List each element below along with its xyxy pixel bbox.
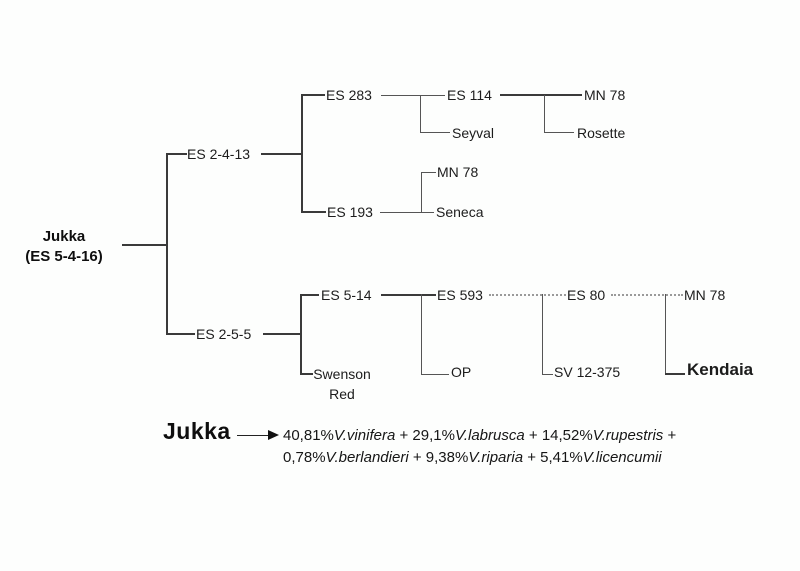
root-node-code: (ES 5-4-16) (25, 248, 103, 265)
composition-species: V.riparia (468, 449, 524, 466)
composition-species: V.vinifera (333, 427, 396, 444)
connector-es-2-5-5-vertical (300, 294, 302, 375)
tree-node-sv-12-375: SV 12-375 (554, 364, 621, 380)
tree-node-es-5-14: ES 5-14 (321, 287, 372, 303)
connector-stub-swenson-red (300, 373, 313, 375)
tree-node-rosette: Rosette (577, 125, 626, 141)
connector-stub-es-5-14 (300, 294, 319, 296)
legend-arrow-line (237, 435, 270, 436)
composition-percent: 5,41% (540, 449, 583, 466)
tree-node-op: OP (451, 364, 472, 380)
connector-es-2-5-5-horizontal (263, 333, 301, 335)
connector-es-2-4-13-horizontal (261, 153, 302, 155)
tree-node-mn-78-bottom: MN 78 (684, 287, 726, 303)
connector-es-593-vertical (542, 294, 543, 375)
connector-es-5-14-vertical (421, 294, 422, 375)
composition-line-2: 0,78%V.berlandieri + 9,38%V.riparia + 5,… (283, 449, 662, 466)
composition-percent: 40,81% (283, 427, 334, 444)
tree-node-es-114: ES 114 (447, 87, 492, 103)
connector-es-283-horizontal (381, 95, 445, 96)
composition-species: V.rupestris (592, 427, 664, 444)
tree-node-swenson-red: Swenson Red (313, 366, 371, 402)
tree-node-es-2-4-13: ES 2-4-13 (187, 146, 251, 162)
tree-node-mn-78-mid: MN 78 (437, 164, 479, 180)
connector-stub-es-283 (301, 94, 325, 96)
root-node-jukka: Jukka (ES 5-4-16) (8, 227, 120, 267)
connector-stub-sv-12-375 (542, 374, 553, 375)
connector-es-114-horizontal (500, 94, 582, 96)
connector-es-593-horizontal (489, 294, 566, 296)
tree-node-es-2-5-5: ES 2-5-5 (196, 326, 252, 342)
tree-node-seneca: Seneca (436, 204, 484, 220)
tree-node-es-80: ES 80 (567, 287, 606, 303)
legend-title: Jukka (163, 418, 231, 444)
connector-stub-seyval (420, 132, 450, 133)
tree-node-es-593: ES 593 (437, 287, 483, 303)
connector-es-80-horizontal (611, 294, 683, 296)
composition-percent: 29,1% (412, 427, 455, 444)
legend-arrow-icon (268, 430, 279, 440)
connector-stub-mn-78-mid (421, 172, 436, 173)
tree-node-es-283: ES 283 (326, 87, 372, 103)
composition-percent: 9,38% (425, 449, 469, 466)
tree-node-mn-78-top: MN 78 (584, 87, 626, 103)
tree-node-es-193: ES 193 (327, 204, 373, 220)
connector-es-5-14-horizontal (381, 294, 436, 296)
composition-line-1: 40,81%V.vinifera + 29,1%V.labrusca + 14,… (283, 427, 677, 444)
connector-stub-es-2-4-13 (166, 153, 187, 155)
connector-es-283-vertical (420, 95, 421, 133)
connector-stub-es-2-5-5 (166, 333, 195, 335)
connector-es-193-horizontal (380, 212, 434, 213)
tree-node-seyval: Seyval (452, 125, 495, 141)
connector-stub-rosette (544, 132, 574, 133)
connector-es-80-vertical (665, 294, 666, 375)
tree-node-kendaia: Kendaia (687, 360, 754, 379)
composition-species: V.berlandieri (325, 449, 409, 466)
connector-es-114-vertical (544, 95, 545, 133)
connector-stub-kendaia (665, 373, 685, 375)
connector-root-horizontal (122, 244, 167, 246)
composition-percent: 14,52% (541, 427, 593, 444)
composition-species: V.labrusca (454, 427, 525, 444)
root-node-name: Jukka (42, 228, 86, 245)
composition-percent: 0,78% (283, 449, 326, 466)
connector-stub-op (421, 374, 449, 375)
connector-es-193-vertical (421, 172, 422, 213)
connector-es-2-4-13-vertical (301, 94, 303, 213)
connector-root-vertical (166, 153, 168, 335)
connector-stub-es-193 (301, 211, 326, 213)
composition-species: V.licencumii (582, 449, 662, 466)
